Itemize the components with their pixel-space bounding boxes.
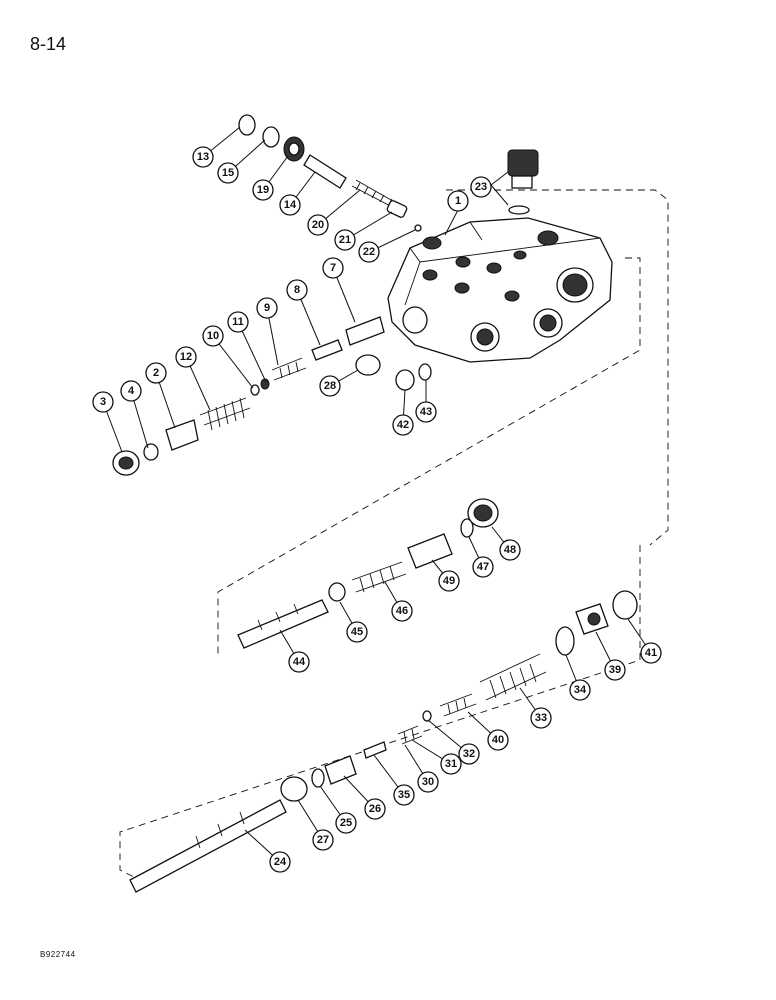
- callout-27: 27: [312, 829, 334, 851]
- callout-24: 24: [269, 851, 291, 873]
- callout-40: 40: [487, 729, 509, 751]
- callout-label: 30: [422, 776, 434, 788]
- callout-46: 46: [391, 600, 413, 622]
- callout-21: 21: [334, 229, 356, 251]
- callout-label: 23: [475, 181, 487, 193]
- callout-23: 23: [470, 176, 492, 198]
- callout-label: 4: [128, 385, 135, 397]
- callout-label: 9: [264, 302, 270, 314]
- main-relief-valve-parts: [112, 316, 432, 476]
- callout-10: 10: [202, 325, 224, 347]
- figure-code: B922744: [40, 950, 76, 959]
- callout-label: 7: [330, 262, 336, 274]
- callout-47: 47: [472, 556, 494, 578]
- callout-label: 2: [153, 367, 159, 379]
- callout-label: 47: [477, 561, 489, 573]
- callout-8: 8: [286, 279, 308, 301]
- callout-label: 33: [535, 712, 547, 724]
- callout-1: 1: [447, 190, 469, 212]
- sensor-switch: [507, 149, 539, 215]
- callout-41: 41: [640, 642, 662, 664]
- callout-label: 19: [257, 184, 269, 196]
- callout-label: 40: [492, 734, 504, 746]
- callout-label: 28: [324, 380, 336, 392]
- callout-label: 1: [455, 195, 461, 207]
- callout-label: 45: [351, 626, 363, 638]
- callout-48: 48: [499, 539, 521, 561]
- callout-label: 46: [396, 605, 408, 617]
- callout-49: 49: [438, 570, 460, 592]
- callout-28: 28: [319, 375, 341, 397]
- callout-9: 9: [256, 297, 278, 319]
- callout-label: 3: [100, 396, 106, 408]
- callout-label: 21: [339, 234, 351, 246]
- callout-label: 49: [443, 575, 455, 587]
- callout-3: 3: [92, 391, 114, 413]
- callout-label: 20: [312, 219, 324, 231]
- callout-label: 43: [420, 406, 432, 418]
- callout-25: 25: [335, 812, 357, 834]
- callout-label: 13: [197, 151, 209, 163]
- callout-45: 45: [346, 621, 368, 643]
- callout-33: 33: [530, 707, 552, 729]
- relief-valve-cartridge-parts: [238, 114, 422, 232]
- callout-22: 22: [358, 241, 380, 263]
- callout-42: 42: [392, 414, 414, 436]
- callout-30: 30: [417, 771, 439, 793]
- callout-label: 12: [180, 351, 192, 363]
- callout-43: 43: [415, 401, 437, 423]
- callout-31: 31: [440, 753, 462, 775]
- callout-label: 27: [317, 834, 329, 846]
- callout-11: 11: [227, 311, 249, 333]
- callout-label: 31: [445, 758, 457, 770]
- callout-label: 35: [398, 789, 410, 801]
- callout-44: 44: [288, 651, 310, 673]
- callout-label: 24: [274, 856, 287, 868]
- callout-label: 25: [340, 817, 352, 829]
- callout-label: 39: [609, 664, 621, 676]
- callout-12: 12: [175, 346, 197, 368]
- callout-label: 10: [207, 330, 219, 342]
- callout-2: 2: [145, 362, 167, 384]
- valve-body: [387, 217, 613, 363]
- callout-label: 15: [222, 167, 234, 179]
- callout-15: 15: [217, 162, 239, 184]
- callout-26: 26: [364, 798, 386, 820]
- callout-35: 35: [393, 784, 415, 806]
- callout-label: 22: [363, 246, 375, 258]
- callout-19: 19: [252, 179, 274, 201]
- callout-label: 34: [574, 684, 587, 696]
- callout-4: 4: [120, 380, 142, 402]
- middle-boundary-frame: [217, 257, 641, 655]
- callout-20: 20: [307, 214, 329, 236]
- callout-label: 42: [397, 419, 409, 431]
- callout-label: 8: [294, 284, 300, 296]
- callout-14: 14: [279, 194, 301, 216]
- callout-label: 32: [463, 748, 475, 760]
- middle-spool-parts: [237, 498, 499, 649]
- page-number: 8-14: [30, 34, 67, 54]
- callout-label: 41: [645, 647, 657, 659]
- callout-label: 44: [293, 656, 306, 668]
- callout-39: 39: [604, 659, 626, 681]
- callout-label: 14: [284, 199, 297, 211]
- callout-32: 32: [458, 743, 480, 765]
- callout-label: 11: [232, 316, 244, 328]
- callout-label: 48: [504, 544, 516, 556]
- callout-34: 34: [569, 679, 591, 701]
- callout-7: 7: [322, 257, 344, 279]
- spool-end-cap-parts: [555, 590, 638, 656]
- lower-spool-parts: [129, 653, 547, 893]
- callout-label: 26: [369, 803, 381, 815]
- callout-13: 13: [192, 146, 214, 168]
- lower-boundary-frame: [119, 545, 641, 886]
